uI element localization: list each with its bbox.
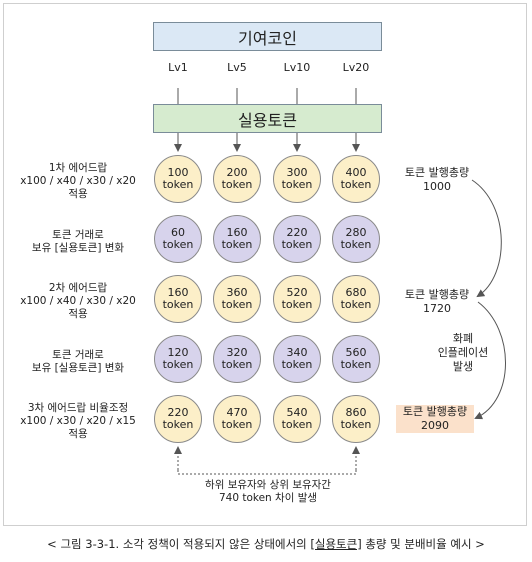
row-label-airdrop-2: 2차 에어드랍 x100 / x40 / x30 / x20 적용 <box>20 282 136 320</box>
level-label: Lv1 <box>168 61 188 74</box>
supply-curve-arrow <box>471 179 502 298</box>
level-label: Lv5 <box>227 61 247 74</box>
contribution-coin-label: 기여코인 <box>238 28 297 48</box>
supply-total-1: 토큰 발행총량 1000 <box>404 166 470 193</box>
row-label-trade-1: 토큰 거래로 보유 [실용토큰] 변화 <box>31 229 125 254</box>
row-label-trade-2: 토큰 거래로 보유 [실용토큰] 변화 <box>31 349 125 374</box>
figure-frame <box>3 3 527 526</box>
level-label: Lv20 <box>342 61 370 74</box>
row-label-airdrop-1: 1차 에어드랍 x100 / x40 / x30 / x20 적용 <box>20 162 136 200</box>
supply-curve-arrow <box>474 301 506 420</box>
supply-total-3: 토큰 발행총량 2090 <box>396 405 474 433</box>
row-label-airdrop-3: 3차 에어드랍 비율조정 x100 / x30 / x20 / x15 적용 <box>20 402 136 440</box>
supply-total-2: 토큰 발행총량 1720 <box>404 288 470 315</box>
inflation-note: 화폐 인플레이션 발생 <box>437 332 489 373</box>
contribution-coin-box: 기여코인 <box>153 22 382 51</box>
figure-caption: < 그림 3-3-1. 소각 정책이 적용되지 않은 상태에서의 [실용토큰] … <box>47 537 485 551</box>
gap-bracket <box>177 470 357 475</box>
level-label: Lv10 <box>283 61 311 74</box>
utility-token-box: 실용토큰 <box>153 104 382 133</box>
gap-note: 하위 보유자와 상위 보유자간 740 token 차이 발생 <box>205 479 331 504</box>
utility-token-label: 실용토큰 <box>238 110 297 130</box>
